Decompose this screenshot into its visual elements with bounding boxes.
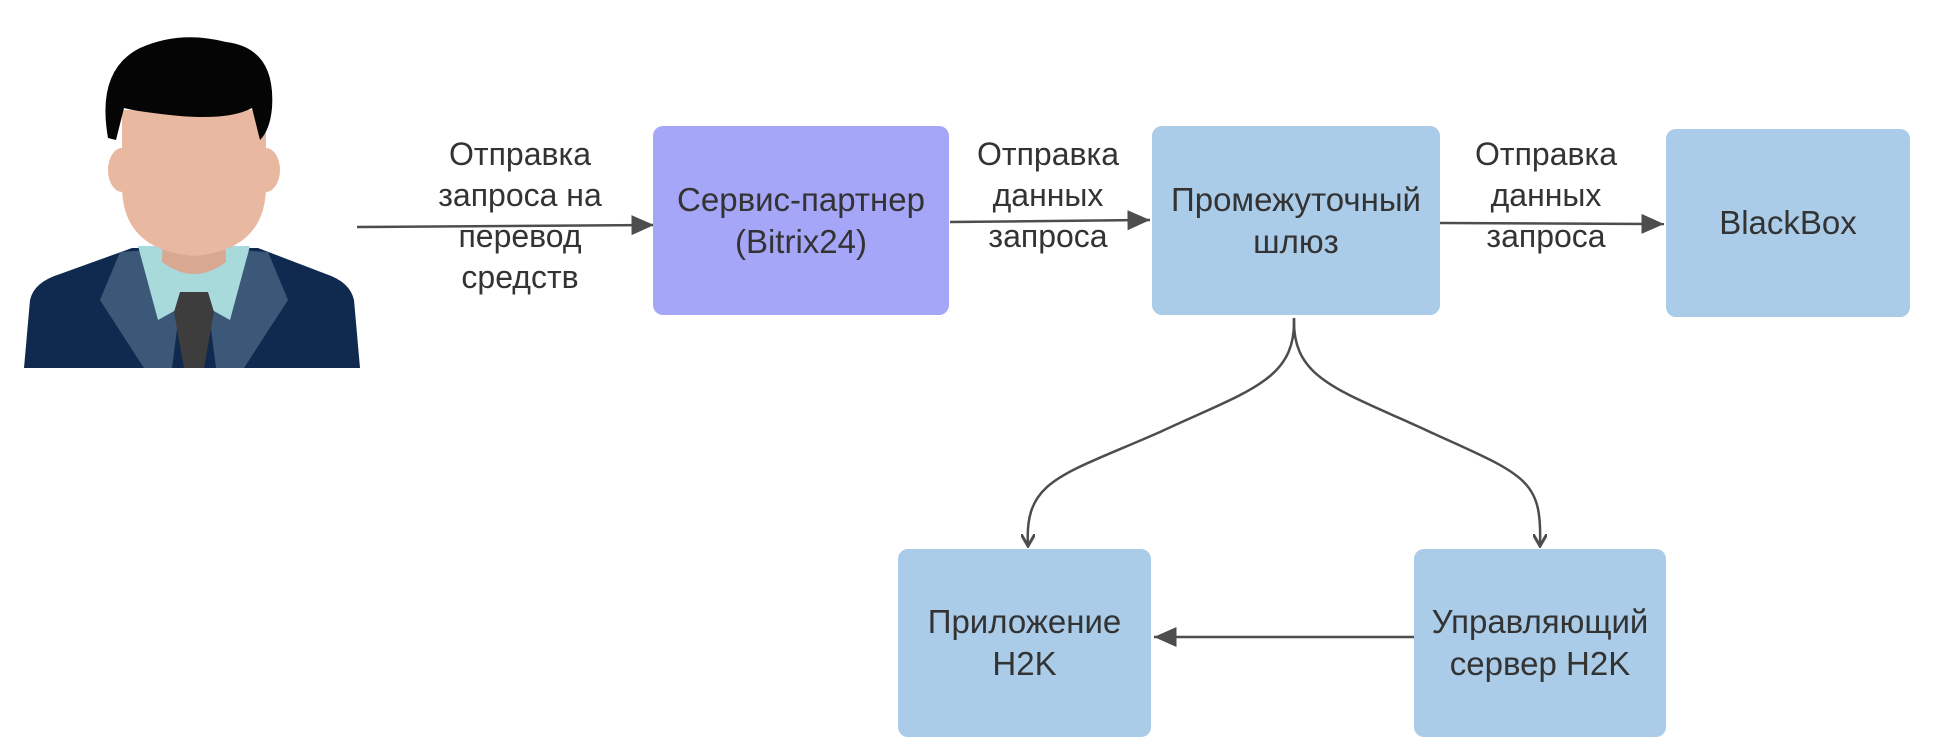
edge-gateway-to-blackbox — [1439, 213, 1665, 234]
edge-label-partner-to-gateway: Отправка данных запроса — [977, 136, 1119, 254]
gateway-label: Промежуточный шлюз — [1171, 180, 1421, 260]
app-label: Приложение H2K — [927, 603, 1122, 682]
edge-gateway-to-app — [1028, 317, 1296, 546]
businessman-icon — [24, 37, 360, 368]
edge-label-user-to-partner: Отправка запроса на перевод средств — [438, 136, 602, 295]
edge-label-gateway-to-blackbox: Отправка данных запроса — [1475, 136, 1617, 254]
server-label: Управляющий сервер H2K — [1431, 603, 1649, 682]
hair-shape — [105, 37, 273, 141]
edge-gateway-to-server — [1292, 317, 1540, 546]
tie-shape — [174, 292, 214, 368]
face-shape — [122, 110, 266, 256]
gateway-node: Промежуточный шлюз — [1152, 126, 1440, 315]
app-node: Приложение H2K — [898, 549, 1151, 737]
server-node: Управляющий сервер H2K — [1414, 549, 1666, 737]
partner-service-node: Сервис-партнер (Bitrix24) — [653, 126, 949, 315]
blackbox-label: BlackBox — [1719, 204, 1857, 241]
edge-user-to-partner — [356, 215, 655, 236]
blackbox-node: BlackBox — [1666, 129, 1910, 317]
edge-partner-to-gateway — [949, 210, 1151, 231]
partner-service-label: Сервис-партнер (Bitrix24) — [677, 180, 925, 260]
